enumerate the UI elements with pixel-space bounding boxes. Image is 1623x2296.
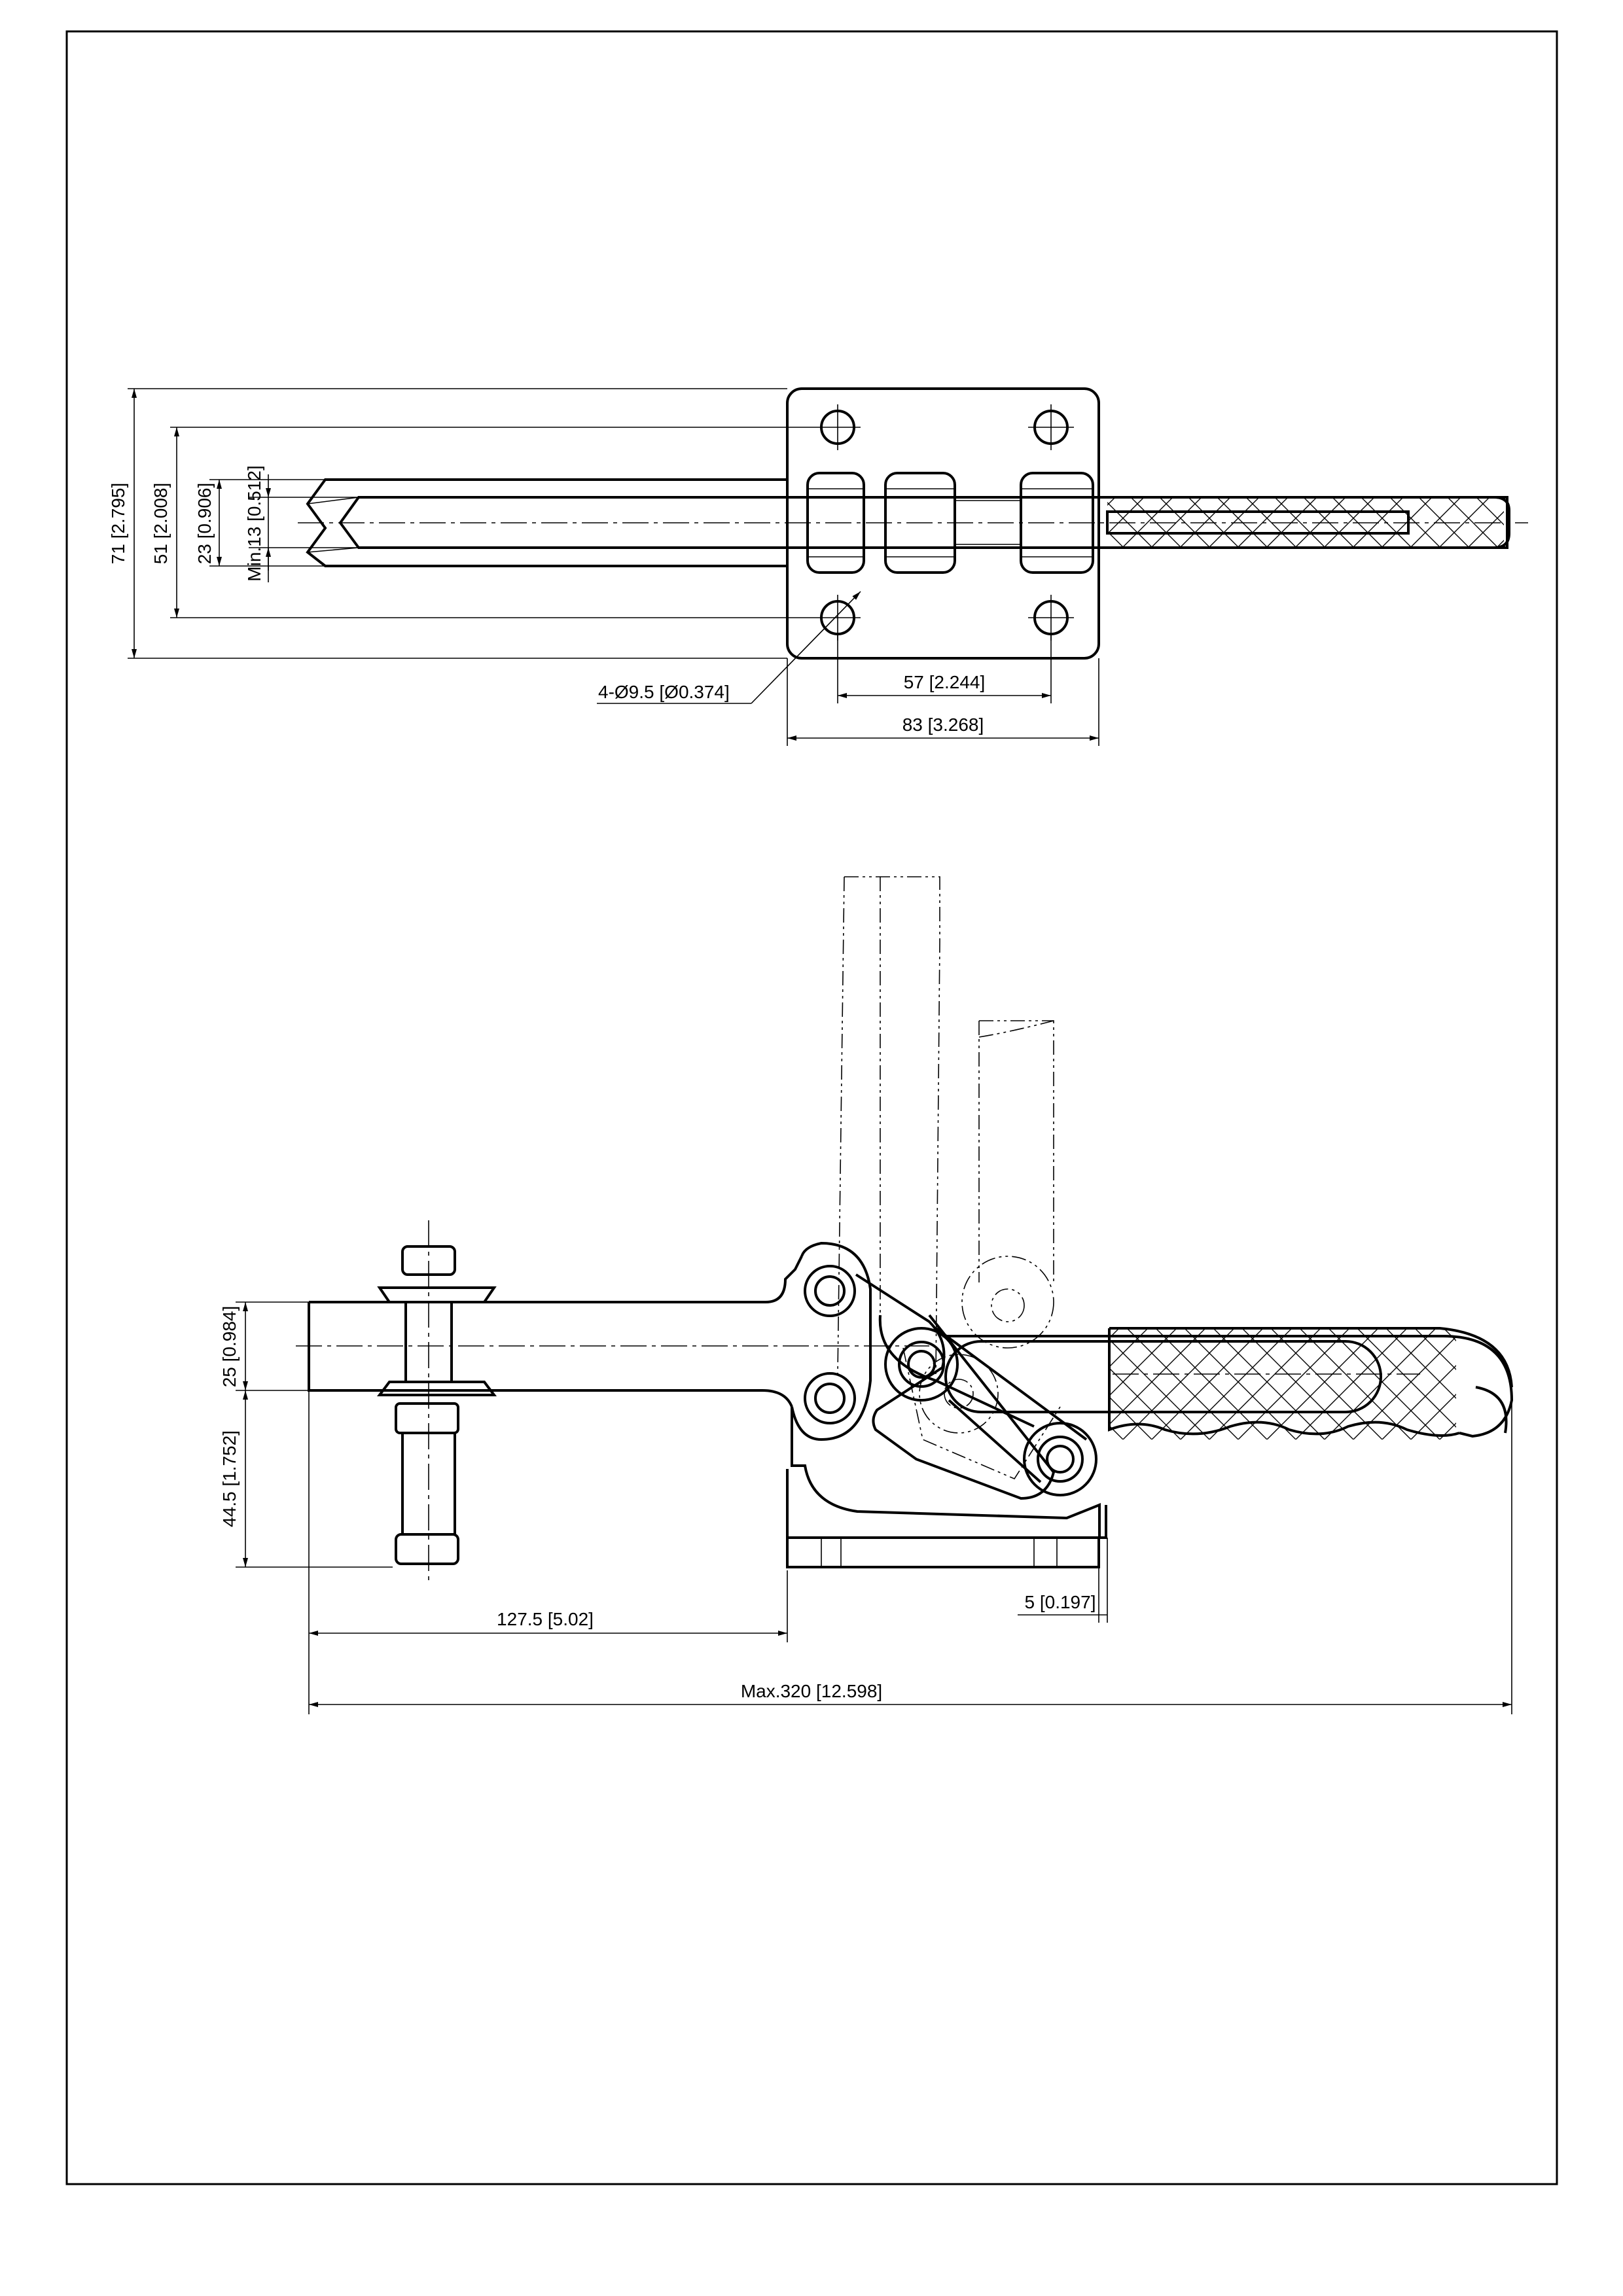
dim-overall-height: 71 [2.795] xyxy=(108,483,128,565)
dims-side xyxy=(236,1301,1512,1714)
clamp-arm-side xyxy=(308,1241,1101,1538)
dim-reach: 127.5 [5.02] xyxy=(497,1609,594,1629)
top-view: 71 [2.795] 51 [2.008] 23 [0.906] Min.13 … xyxy=(108,387,1528,746)
dim-arm-width: 23 [0.906] xyxy=(194,483,215,565)
side-view: 25 [0.984] 44.5 [1.752] 127.5 [5.02] 5 [… xyxy=(219,876,1514,1714)
dim-hole-diameter: 4-Ø9.5 [Ø0.374] xyxy=(598,682,730,702)
dim-hole-spacing-vertical: 51 [2.008] xyxy=(151,483,171,565)
dim-arm-height: 25 [0.984] xyxy=(219,1306,240,1388)
dims-top-bottom xyxy=(787,635,1099,746)
handle-open-phantom xyxy=(837,876,1061,1480)
dim-min-width: Min.13 [0.512] xyxy=(244,465,264,581)
base-plate-side xyxy=(786,1469,1107,1568)
handle-side xyxy=(942,1327,1514,1439)
mounting-holes-top xyxy=(815,404,1074,641)
dim-base-thickness: 5 [0.197] xyxy=(1025,1592,1096,1612)
drawing-border xyxy=(65,30,1558,2185)
dims-top-left xyxy=(128,388,815,659)
dim-hole-spacing-horizontal: 57 [2.244] xyxy=(904,672,986,692)
dim-base-height: 44.5 [1.752] xyxy=(219,1430,240,1527)
hole-leader xyxy=(597,591,861,704)
spindle-bolt xyxy=(377,1220,497,1583)
linkage-side xyxy=(855,1273,1097,1500)
dim-base-width: 83 [3.268] xyxy=(902,715,984,735)
dim-max-length: Max.320 [12.598] xyxy=(741,1681,882,1701)
